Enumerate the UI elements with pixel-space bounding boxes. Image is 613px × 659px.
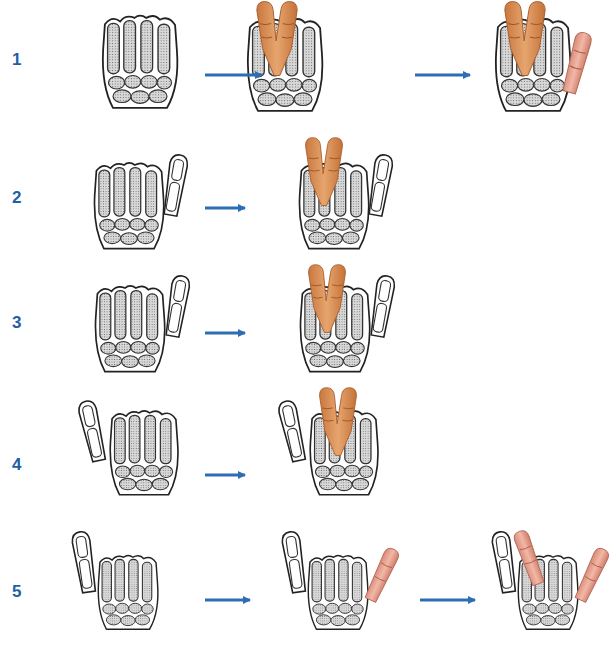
row-number: 3 (12, 313, 21, 333)
row-number: 5 (12, 582, 21, 602)
row-number: 1 (12, 50, 21, 70)
row-number: 4 (12, 455, 21, 475)
row-number: 2 (12, 188, 21, 208)
